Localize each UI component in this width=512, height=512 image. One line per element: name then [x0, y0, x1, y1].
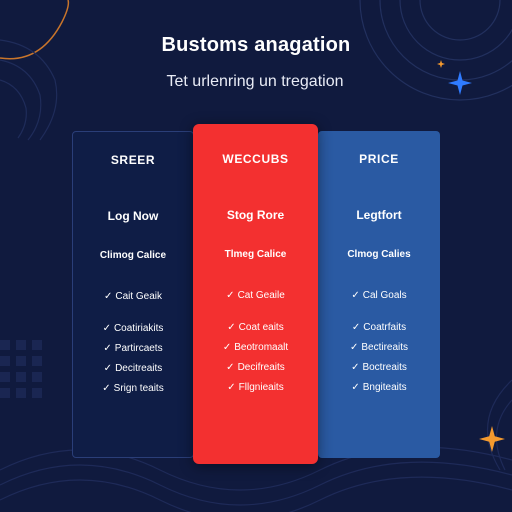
feature-list: ✓Cait Geaik ✓Coatiriakits ✓Partircaets ✓… — [73, 287, 193, 399]
check-icon: ✓ — [102, 383, 111, 394]
check-icon: ✓ — [226, 290, 235, 301]
check-icon: ✓ — [349, 342, 359, 353]
sparkle-icon — [437, 60, 445, 68]
page-subtitle: Tet urlenring un tregation — [166, 73, 344, 90]
feature-item: ✓Coatrfaits — [318, 318, 440, 338]
sparkle-icon — [479, 426, 505, 452]
column-title: PRICE — [359, 152, 399, 166]
column-action-button[interactable]: Log Now — [107, 209, 159, 223]
check-icon: ✓ — [227, 382, 236, 393]
column-action-button[interactable]: Stog Rore — [226, 208, 285, 222]
column-plan-label: Tlmeg Calice — [224, 249, 287, 260]
check-icon: ✓ — [351, 290, 360, 301]
feature-item: ✓Srign teaits — [73, 379, 193, 399]
check-icon: ✓ — [103, 363, 113, 374]
pricing-column-sreer[interactable]: SREER Log Now Climog Calice ✓Cait Geaik … — [72, 131, 194, 458]
check-icon: ✓ — [351, 322, 361, 333]
feature-item: ✓Cal Goals — [318, 286, 440, 306]
column-plan-label: Clmog Calies — [347, 249, 411, 260]
feature-item: ✓Boctreaits — [318, 358, 440, 378]
check-icon: ✓ — [227, 322, 236, 333]
column-action-button[interactable]: Legtfort — [356, 208, 402, 222]
feature-item: ✓Coatiriakits — [73, 319, 193, 339]
feature-item: ✓Decitreaits — [73, 359, 193, 379]
check-icon: ✓ — [102, 323, 111, 334]
feature-item: ✓Cait Geaik — [73, 287, 193, 307]
check-icon: ✓ — [226, 362, 235, 373]
feature-item: ✓Partircaets — [73, 339, 193, 359]
check-icon: ✓ — [351, 362, 360, 373]
column-plan-label: Climog Calice — [99, 250, 167, 261]
check-icon: ✓ — [103, 291, 113, 302]
feature-item: ✓Bngiteaits — [318, 378, 440, 398]
feature-list: ✓Cat Geaile ✓Coat eaits ✓Beotromaalt ✓De… — [193, 286, 318, 398]
sparkle-icon — [448, 71, 472, 95]
page-title: Bustoms anagation — [161, 34, 351, 56]
column-title: WECCUBS — [222, 152, 289, 166]
feature-item: ✓Decifreaits — [193, 358, 318, 378]
check-icon: ✓ — [103, 343, 112, 354]
pricing-column-price[interactable]: PRICE Legtfort Clmog Calies ✓Cal Goals ✓… — [318, 131, 440, 458]
feature-item: ✓Coat eaits — [193, 318, 318, 338]
column-title: SREER — [110, 153, 156, 167]
feature-item: ✓Cat Geaile — [193, 286, 318, 306]
feature-item: ✓Bectireaits — [318, 338, 440, 358]
pricing-column-weccubs[interactable]: WECCUBS Stog Rore Tlmeg Calice ✓Cat Geai… — [193, 124, 318, 464]
check-icon: ✓ — [222, 342, 232, 353]
check-icon: ✓ — [351, 382, 360, 393]
feature-item: ✓Beotromaalt — [193, 338, 318, 358]
feature-item: ✓Fllgnieaits — [193, 378, 318, 398]
feature-list: ✓Cal Goals ✓Coatrfaits ✓Bectireaits ✓Boc… — [318, 286, 440, 398]
